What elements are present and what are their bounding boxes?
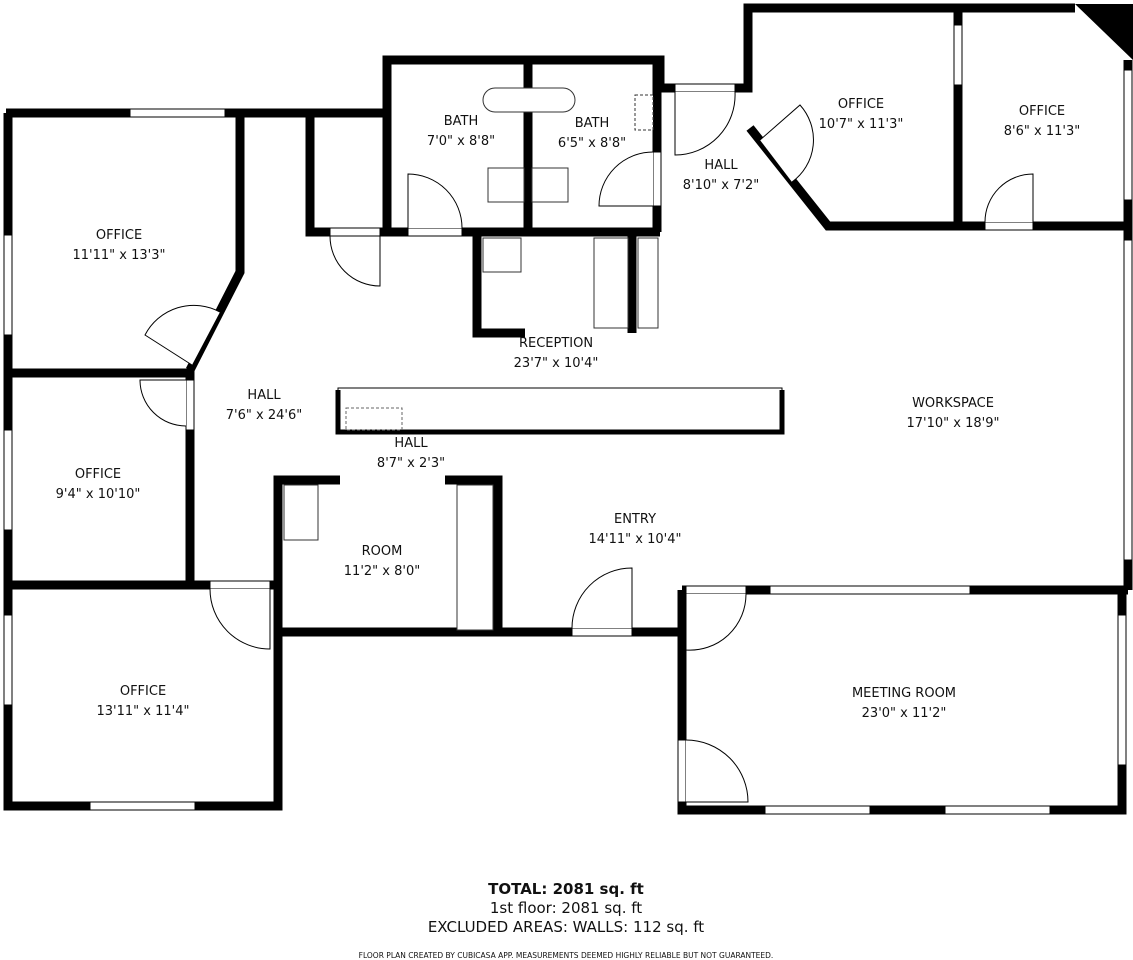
room-name: OFFICE bbox=[837, 97, 885, 112]
room-name: HALL bbox=[394, 436, 428, 451]
room-size: 8'7" x 2'3" bbox=[376, 456, 446, 471]
room-label-hall-1: HALL 8'10" x 7'2" bbox=[683, 156, 759, 196]
disclaimer: FLOOR PLAN CREATED BY CUBICASA APP. MEAS… bbox=[358, 951, 774, 960]
counter-inset bbox=[345, 407, 403, 431]
room-name: ROOM bbox=[361, 544, 403, 559]
room-size: 11'11" x 13'3" bbox=[72, 248, 166, 263]
room-name: OFFICE bbox=[74, 467, 122, 482]
room-name: WORKSPACE bbox=[912, 396, 994, 411]
room-label-bath-1: BATH 7'0" x 8'8" bbox=[427, 112, 495, 152]
closet-wall bbox=[305, 113, 660, 237]
room-size: 9'4" x 10'10" bbox=[55, 487, 141, 502]
room-size: 23'7" x 10'4" bbox=[513, 356, 599, 371]
floor-area: 1st floor: 2081 sq. ft bbox=[489, 899, 643, 917]
room-name: RECEPTION bbox=[518, 336, 594, 351]
room-label-meeting-room: MEETING ROOM 23'0" x 11'2" bbox=[852, 684, 956, 724]
total-area: TOTAL: 2081 sq. ft bbox=[488, 880, 644, 898]
room-label-room: ROOM 11'2" x 8'0" bbox=[344, 542, 420, 582]
room-walls-right bbox=[445, 475, 503, 632]
room-label-entry: ENTRY 14'11" x 10'4" bbox=[589, 510, 682, 550]
room-size: 14'11" x 10'4" bbox=[588, 532, 682, 547]
excluded-area: EXCLUDED AREAS: WALLS: 112 sq. ft bbox=[427, 918, 705, 936]
room-label-hall-2: HALL 7'6" x 24'6" bbox=[226, 386, 302, 426]
room-size: 7'0" x 8'8" bbox=[426, 134, 496, 149]
room-name: BATH bbox=[574, 116, 610, 131]
fixtures bbox=[283, 87, 659, 631]
room-name: MEETING ROOM bbox=[851, 686, 957, 701]
room-label-hall-3: HALL 8'7" x 2'3" bbox=[377, 434, 445, 474]
room-label-office-2: OFFICE 10'7" x 11'3" bbox=[819, 95, 904, 135]
windows bbox=[3, 24, 1133, 815]
room-label-office-3: OFFICE 8'6" x 11'3" bbox=[1004, 102, 1080, 142]
left-office-wall bbox=[185, 113, 245, 373]
room-size: 17'10" x 18'9" bbox=[906, 416, 1000, 431]
room-name: BATH bbox=[443, 114, 479, 129]
room-label-office-4: OFFICE 9'4" x 10'10" bbox=[56, 465, 141, 505]
room-size: 8'10" x 7'2" bbox=[682, 178, 760, 193]
counter-edge bbox=[335, 390, 785, 435]
room-size: 11'2" x 8'0" bbox=[343, 564, 421, 579]
room-name: HALL bbox=[247, 388, 281, 403]
room-name: ENTRY bbox=[613, 512, 657, 527]
room-name: OFFICE bbox=[1018, 104, 1066, 119]
room-size: 6'5" x 8'8" bbox=[557, 136, 627, 151]
doors bbox=[139, 83, 1034, 803]
room-label-office-5: OFFICE 13'11" x 11'4" bbox=[97, 682, 190, 722]
room-size: 23'0" x 11'2" bbox=[861, 706, 947, 721]
room-label-bath-2: BATH 6'5" x 8'8" bbox=[558, 114, 626, 154]
room-walls bbox=[273, 475, 340, 632]
corner-fill bbox=[1075, 4, 1133, 60]
room-label-reception: RECEPTION 23'7" x 10'4" bbox=[514, 334, 599, 374]
room-label-workspace: WORKSPACE 17'10" x 18'9" bbox=[907, 394, 1000, 434]
area-summary: TOTAL: 2081 sq. ft 1st floor: 2081 sq. f… bbox=[428, 880, 704, 937]
room-name: HALL bbox=[704, 158, 738, 173]
room-size: 7'6" x 24'6" bbox=[225, 408, 303, 423]
room-size: 13'11" x 11'4" bbox=[96, 704, 190, 719]
room-size: 8'6" x 11'3" bbox=[1003, 124, 1081, 139]
office-divider bbox=[8, 368, 195, 590]
counter bbox=[337, 387, 783, 433]
room-size: 10'7" x 11'3" bbox=[818, 117, 904, 132]
reception-counter-left bbox=[472, 232, 525, 338]
room-name: OFFICE bbox=[119, 684, 167, 699]
room-label-office-1: OFFICE 11'11" x 13'3" bbox=[73, 226, 166, 266]
room-name: OFFICE bbox=[95, 228, 143, 243]
